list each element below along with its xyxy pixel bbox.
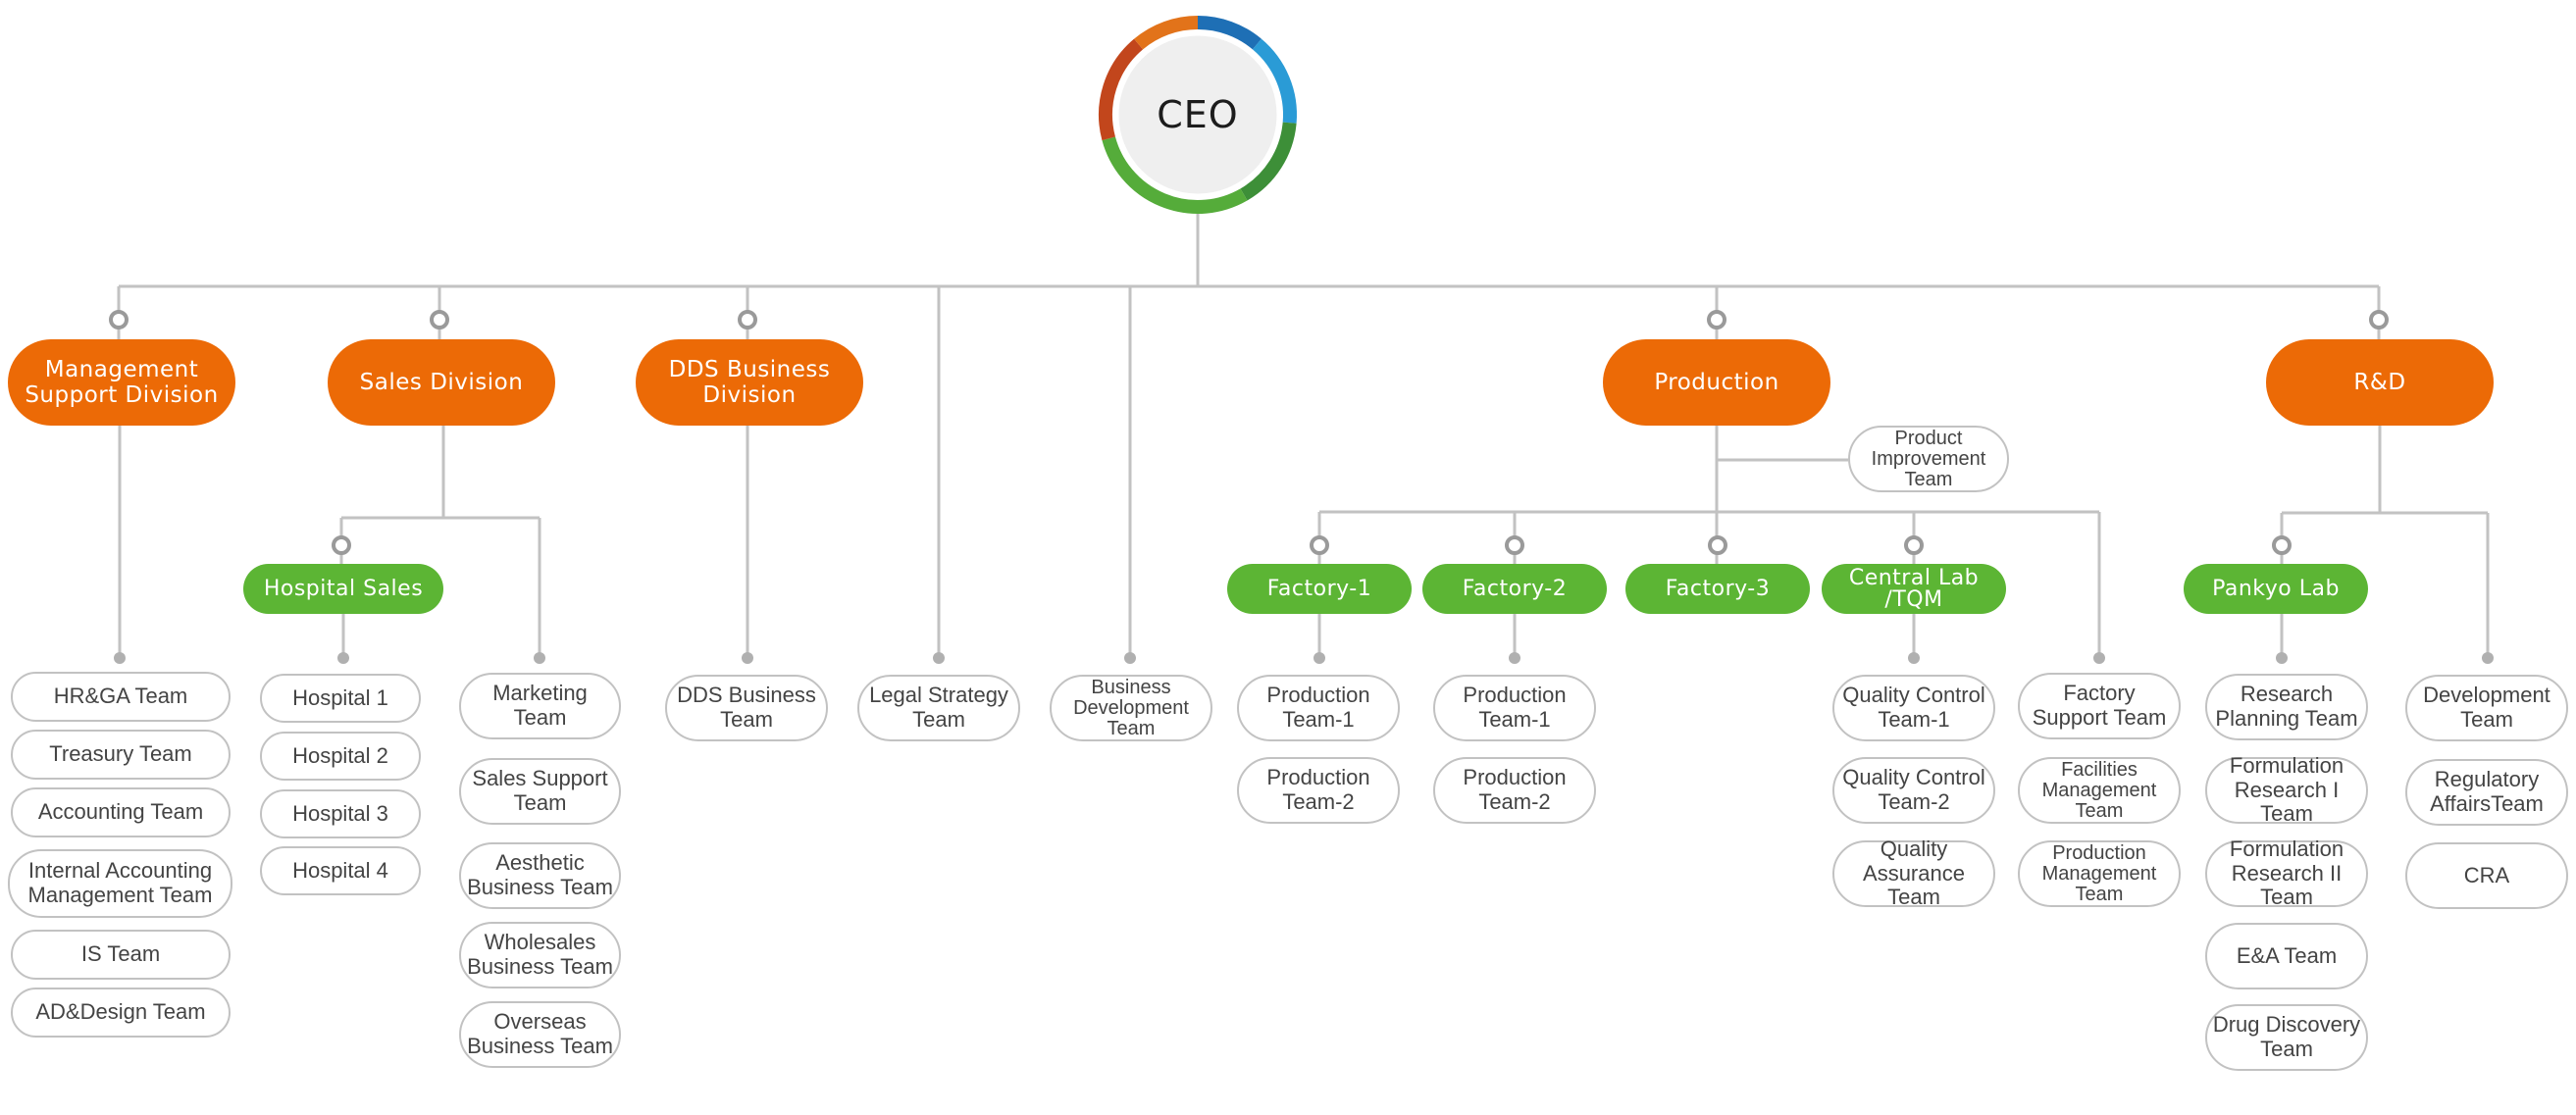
- team-formulation-research-2[interactable]: Formulation Research II Team: [2205, 836, 2368, 909]
- ceo-ring-segment: [1102, 136, 1248, 214]
- team-wholesales-business[interactable]: Wholesales Business Team: [459, 922, 621, 988]
- team-hospital-1[interactable]: Hospital 1: [260, 674, 421, 723]
- team-factory1-production-1[interactable]: Production Team-1: [1237, 675, 1400, 741]
- connector-ring-dot: [1708, 535, 1727, 555]
- subdivision-factory-1[interactable]: Factory-1: [1227, 564, 1412, 614]
- team-marketing[interactable]: Marketing Team: [459, 673, 621, 739]
- team-product-improvement[interactable]: Product Improvement Team: [1848, 426, 2009, 492]
- team-internal-accounting[interactable]: Internal Accounting Management Team: [8, 849, 232, 918]
- division-management-support[interactable]: Management Support Division: [8, 339, 235, 426]
- connector-ring-dot: [1505, 535, 1524, 555]
- connector-ring-dot: [2272, 535, 2292, 555]
- ceo-ring: [1099, 16, 1297, 214]
- connector-end-dot: [337, 652, 349, 664]
- team-treasury[interactable]: Treasury Team: [11, 730, 231, 780]
- connector-dots: [109, 310, 2494, 664]
- team-regulatory-affairs[interactable]: Regulatory AffairsTeam: [2405, 759, 2568, 826]
- connector-end-dot: [742, 652, 753, 664]
- connector-end-dot: [534, 652, 545, 664]
- ceo-ring-segment: [1197, 16, 1262, 50]
- team-production-management[interactable]: Production Management Team: [2018, 840, 2181, 907]
- team-is[interactable]: IS Team: [11, 930, 231, 980]
- connector-end-dot: [1509, 652, 1520, 664]
- team-factory2-production-1[interactable]: Production Team-1: [1433, 675, 1596, 741]
- ceo-ring-segment: [1252, 38, 1297, 124]
- connector-ring-dot: [1707, 310, 1726, 329]
- subdivision-central-lab-tqm[interactable]: Central Lab /TQM: [1822, 564, 2006, 614]
- subdivision-pankyo-lab[interactable]: Pankyo Lab: [2184, 564, 2368, 614]
- connector-end-dot: [933, 652, 945, 664]
- connector-ring-dot: [109, 310, 129, 329]
- team-factory2-production-2[interactable]: Production Team-2: [1433, 757, 1596, 824]
- team-factory1-production-2[interactable]: Production Team-2: [1237, 757, 1400, 824]
- team-hr-ga[interactable]: HR&GA Team: [11, 672, 231, 722]
- team-e-a[interactable]: E&A Team: [2205, 923, 2368, 989]
- team-quality-assurance[interactable]: Quality Assurance Team: [1832, 836, 1995, 909]
- connector-ring-dot: [1310, 535, 1329, 555]
- team-accounting[interactable]: Accounting Team: [11, 787, 231, 837]
- team-cra[interactable]: CRA: [2405, 842, 2568, 909]
- team-sales-support[interactable]: Sales Support Team: [459, 758, 621, 825]
- connector-end-dot: [2093, 652, 2105, 664]
- ceo-ring-segment: [1240, 122, 1297, 201]
- subdivision-factory-3[interactable]: Factory-3: [1625, 564, 1810, 614]
- team-quality-control-2[interactable]: Quality Control Team-2: [1832, 757, 1995, 824]
- connector-end-dot: [2482, 652, 2494, 664]
- team-factory-support[interactable]: Factory Support Team: [2018, 673, 2181, 739]
- team-formulation-research-1[interactable]: Formulation Research I Team: [2205, 753, 2368, 826]
- ceo-node[interactable]: CEO: [1157, 93, 1239, 136]
- team-development[interactable]: Development Team: [2405, 675, 2568, 741]
- team-hospital-3[interactable]: Hospital 3: [260, 789, 421, 838]
- connector-ring-dot: [1904, 535, 1924, 555]
- team-facilities-management[interactable]: Facilities Management Team: [2018, 757, 2181, 824]
- subdivision-hospital-sales[interactable]: Hospital Sales: [243, 564, 443, 614]
- subdivision-factory-2[interactable]: Factory-2: [1422, 564, 1607, 614]
- connector-ring-dot: [430, 310, 449, 329]
- team-drug-discovery[interactable]: Drug Discovery Team: [2205, 1004, 2368, 1071]
- division-sales[interactable]: Sales Division: [328, 339, 555, 426]
- team-quality-control-1[interactable]: Quality Control Team-1: [1832, 675, 1995, 741]
- division-dds-business[interactable]: DDS Business Division: [636, 339, 863, 426]
- connector-end-dot: [1314, 652, 1325, 664]
- connector-end-dot: [2276, 652, 2288, 664]
- team-research-planning[interactable]: Research Planning Team: [2205, 674, 2368, 740]
- ceo-inner-circle: [1113, 30, 1282, 199]
- team-business-development[interactable]: Business Development Team: [1050, 675, 1212, 741]
- connector-end-dot: [1908, 652, 1920, 664]
- team-overseas-business[interactable]: Overseas Business Team: [459, 1001, 621, 1068]
- team-aesthetic-business[interactable]: Aesthetic Business Team: [459, 842, 621, 909]
- team-hospital-4[interactable]: Hospital 4: [260, 846, 421, 895]
- team-dds-business[interactable]: DDS Business Team: [665, 675, 828, 741]
- connector-end-dot: [1124, 652, 1136, 664]
- team-hospital-2[interactable]: Hospital 2: [260, 732, 421, 781]
- connector-ring-dot: [738, 310, 757, 329]
- ceo-ring-segment: [1099, 38, 1144, 141]
- team-ad-design[interactable]: AD&Design Team: [11, 988, 231, 1038]
- division-rnd[interactable]: R&D: [2266, 339, 2494, 426]
- connector-end-dot: [114, 652, 126, 664]
- connector-ring-dot: [332, 535, 351, 555]
- ceo-ring-segment: [1134, 16, 1199, 50]
- division-production[interactable]: Production: [1603, 339, 1830, 426]
- team-legal-strategy[interactable]: Legal Strategy Team: [857, 675, 1020, 741]
- connector-ring-dot: [2369, 310, 2389, 329]
